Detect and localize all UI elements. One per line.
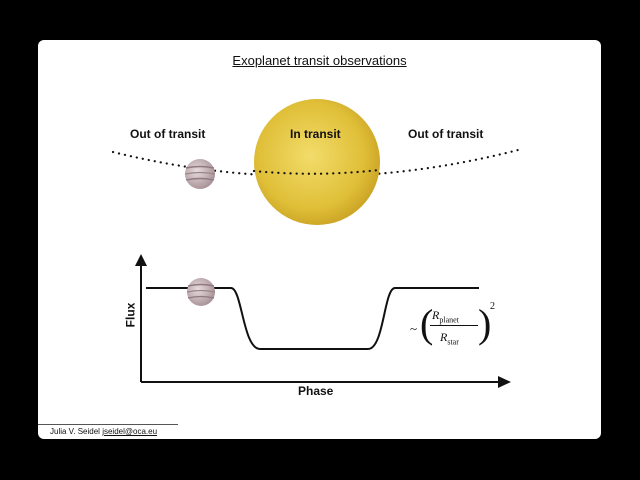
formula-fraction-bar <box>430 325 478 326</box>
formula-tilde: ~ <box>410 321 418 336</box>
label-out-of-transit-left: Out of transit <box>130 127 206 141</box>
star-disk <box>254 99 380 225</box>
y-axis-arrow <box>135 254 147 266</box>
footer-divider <box>38 424 178 425</box>
label-in-transit: In transit <box>290 127 341 141</box>
radius-ratio-formula: ~ ( Rplanet Rstar ) 2 <box>410 301 500 350</box>
formula-left-paren: ( <box>420 301 434 346</box>
formula-numerator: Rplanet <box>432 308 459 325</box>
formula-exponent: 2 <box>490 301 495 312</box>
y-axis-label: Flux <box>123 302 138 328</box>
planet-out-of-transit <box>184 159 216 189</box>
light-curve <box>146 287 479 350</box>
footer-email-link[interactable]: jseidel@oca.eu <box>102 427 158 436</box>
x-axis-label: Phase <box>298 384 334 398</box>
planet-on-curve <box>186 278 216 306</box>
label-out-of-transit-right: Out of transit <box>408 127 484 141</box>
formula-right-paren: ) <box>478 301 492 346</box>
transit-diagram <box>111 99 520 388</box>
formula-denominator: Rstar <box>440 330 459 347</box>
footer-author: Julia V. Seidel <box>50 427 100 436</box>
slide: Exoplanet transit observations <box>38 40 601 439</box>
footer-credit: Julia V. Seidel jseidel@oca.eu <box>50 427 157 436</box>
x-axis-arrow <box>498 376 511 388</box>
orbit-path <box>111 148 520 178</box>
slide-title: Exoplanet transit observations <box>232 53 407 68</box>
